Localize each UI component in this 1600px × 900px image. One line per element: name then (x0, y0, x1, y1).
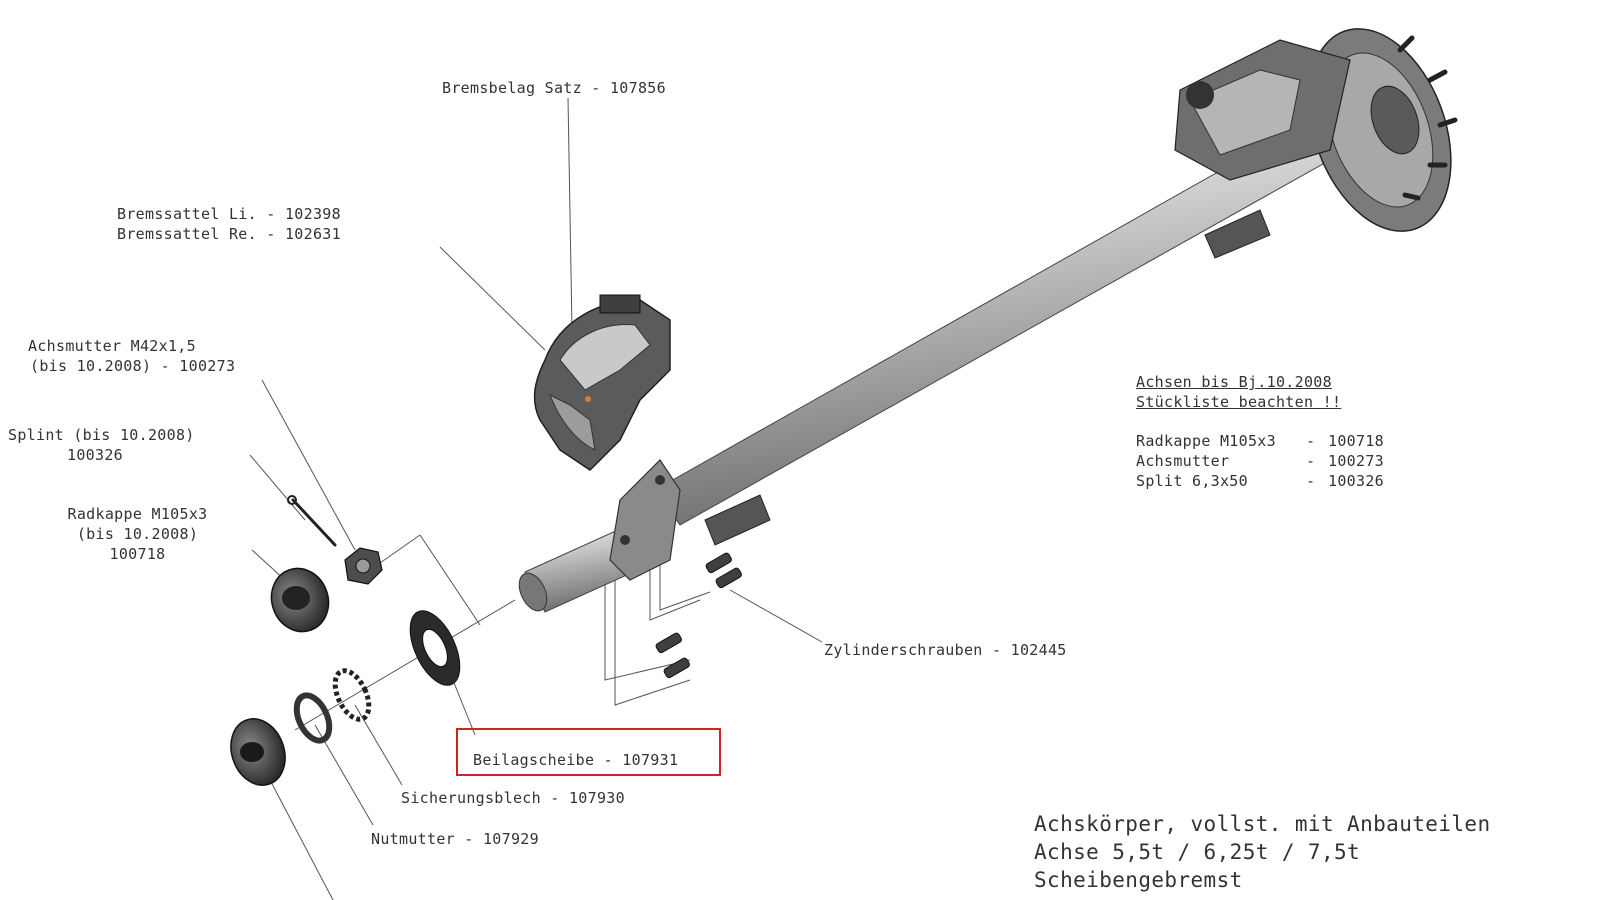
label-radkappe-line3: 100718 (109, 545, 166, 563)
highlight-box (456, 728, 721, 776)
note-item: Radkappe M105x3 - 100718 (1136, 431, 1384, 451)
note-item-number: 100326 (1328, 472, 1384, 490)
achsmutter-part (344, 547, 383, 585)
note-item-list: Radkappe M105x3 - 100718 Achsmutter - 10… (1136, 431, 1384, 491)
sicherungsblech-part (332, 668, 372, 722)
note-item-sep: - (1306, 432, 1316, 450)
note-item-sep: - (1306, 472, 1316, 490)
note-item-number: 100718 (1328, 432, 1384, 450)
label-achsmutter-line1: Achsmutter M42x1,5 (28, 337, 196, 355)
beilagscheibe-part (409, 610, 461, 686)
note-heading-line1: Achsen bis Bj.10.2008 (1136, 373, 1332, 391)
note-item-number: 100273 (1328, 452, 1384, 470)
note-item: Achsmutter - 100273 (1136, 451, 1384, 471)
label-splint-line2: 100326 (67, 446, 123, 464)
label-beilagscheibe: Beilagscheibe - 107931 (473, 751, 679, 769)
note-item-name: Achsmutter (1136, 452, 1230, 470)
nutmutter-part (293, 692, 333, 744)
label-nutmutter: Nutmutter - 107929 (371, 830, 539, 848)
brake-caliper (533, 294, 671, 471)
label-radkappe-line2: (bis 10.2008) (76, 525, 199, 543)
label-bremssattel-li: Bremssattel Li. - 102398 (117, 205, 341, 223)
splint-part (287, 495, 337, 547)
label-bremsbelag: Bremsbelag Satz - 107856 (442, 79, 666, 97)
note-item-name: Split 6,3x50 (1136, 472, 1248, 490)
radkappe-part (270, 567, 330, 633)
note-item-sep: - (1306, 452, 1316, 470)
label-splint-line1: Splint (bis 10.2008) (8, 426, 195, 444)
far-hub-assembly (1174, 28, 1458, 232)
label-zylinderschrauben: Zylinderschrauben - 102445 (824, 641, 1067, 659)
axle-bracket (704, 494, 771, 546)
label-bremssattel-re: Bremssattel Re. - 102631 (117, 225, 341, 243)
label-sicherungsblech: Sicherungsblech - 107930 (401, 789, 625, 807)
note-item: Split 6,3x50 - 100326 (1136, 471, 1384, 491)
outer-cap-part (230, 718, 286, 786)
title-line1: Achskörper, vollst. mit Anbauteilen (1034, 812, 1491, 836)
note-heading-line2: Stückliste beachten !! (1136, 393, 1342, 411)
brake-flange (609, 459, 681, 581)
label-achsmutter-line2: (bis 10.2008) - 100273 (30, 357, 236, 375)
label-radkappe-line1: Radkappe M105x3 (67, 505, 208, 523)
note-item-name: Radkappe M105x3 (1136, 432, 1276, 450)
cylinder-bolts (655, 552, 742, 679)
title-line3: Scheibengebremst (1034, 868, 1243, 892)
title-line2: Achse 5,5t / 6,25t / 7,5t (1034, 840, 1361, 864)
